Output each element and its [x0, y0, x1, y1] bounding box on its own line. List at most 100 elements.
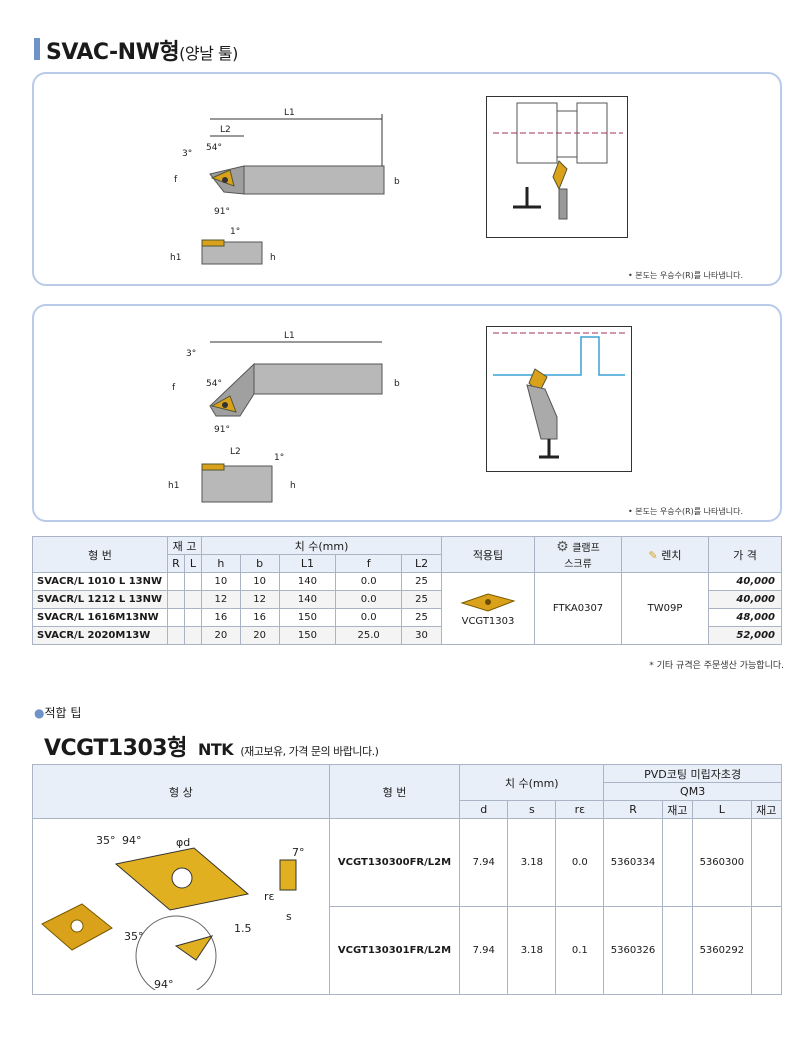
panel-1-note: • 본도는 우승수(R)를 나타냅니다. — [628, 271, 744, 280]
shape-re: rε — [264, 890, 275, 903]
header-stock-2: 재고 — [750, 800, 783, 819]
cell-h: 20 — [201, 626, 241, 645]
section-subtitle: (재고보유, 가격 문의 바랍니다.) — [240, 745, 379, 758]
dim-b: b — [394, 177, 400, 187]
page-subtitle: (양날 툴) — [179, 44, 238, 63]
dim-b-2: b — [394, 379, 400, 389]
tool-drawing-1: L1 L2 54° 3° 91° f b h1 h 1° — [170, 108, 400, 265]
cell-l2: 25 — [401, 572, 442, 591]
cell-h: 12 — [201, 590, 241, 609]
tool-drawing-2: L1 3° 54° f b 91° L2 h1 h 1° — [168, 331, 400, 503]
detail-angle-35: 35° — [124, 930, 144, 943]
cell-b: 20 — [239, 626, 280, 645]
stock-r-cell — [167, 590, 185, 609]
dim-h: h — [270, 253, 276, 263]
drawing-panel-1: L1 L2 54° 3° 91° f b h1 h 1° • 본도는 우 — [32, 72, 782, 286]
section-bullet: ●적합 팁 — [34, 706, 82, 720]
header-s: s — [507, 800, 557, 819]
header-l1: L1 — [278, 554, 337, 573]
table-row: VCGT130301FR/L2M 7.94 3.18 0.1 5360326 5… — [33, 906, 783, 995]
table-row: SVACR/L 1010 L 13NW 10 10 140 0.0 25 VCG… — [32, 572, 782, 645]
insert-image — [460, 592, 516, 612]
row-model: SVACR/L 2020M13W — [32, 626, 168, 645]
dim-angle-91-2: 91° — [214, 425, 230, 435]
header-shape: 형 상 — [32, 764, 330, 819]
header-grade: QM3 — [603, 782, 782, 801]
cell-l2: 30 — [401, 626, 442, 645]
header-clamp: ⚙ 클램프 스크류 — [534, 536, 622, 573]
cell-b: 16 — [239, 608, 280, 627]
page-title: SVAC-NW형(양날 툴) — [46, 40, 238, 65]
cell-re: 0.0 — [555, 818, 605, 907]
stock-l-cell — [184, 572, 202, 591]
holder-spec-table: 형 번 재 고 치 수(mm) 적용팁 ⚙ 클램프 스크류 ✎ 렌치 가 격 R… — [32, 536, 782, 645]
header-d: d — [459, 800, 509, 819]
cell-f: 0.0 — [335, 608, 403, 627]
row-model: SVACR/L 1212 L 13NW — [32, 590, 168, 609]
shape-angle-7: 7° — [292, 846, 305, 859]
header-b: b — [239, 554, 280, 573]
cell-l1: 140 — [278, 590, 337, 609]
header-coat: PVD코팅 미립자초경 — [603, 764, 782, 783]
cell-l: 5360292 — [692, 906, 752, 995]
stock-r-cell — [167, 608, 185, 627]
header-h: h — [201, 554, 241, 573]
shape-s: s — [286, 910, 292, 923]
dim-h-2: h — [290, 481, 296, 491]
header-stock-1: 재고 — [661, 800, 694, 819]
tip-name: VCGT1303 — [461, 615, 515, 627]
header-re: rε — [555, 800, 605, 819]
header-l: L — [692, 800, 752, 819]
cell-stock-1 — [661, 906, 694, 995]
header-r: R — [603, 800, 663, 819]
dim-l1-2: L1 — [284, 331, 295, 341]
dim-angle-91: 91° — [214, 207, 230, 217]
screw-icon: ⚙ — [556, 539, 569, 555]
cell-price: 40,000 — [708, 572, 782, 591]
header-stock: 재 고 — [167, 536, 202, 555]
dim-angle-1-2: 1° — [274, 453, 284, 463]
dim-angle-3: 3° — [182, 149, 192, 159]
header-wrench: ✎ 렌치 — [621, 536, 709, 573]
row-model: SVACR/L 1616M13NW — [32, 608, 168, 627]
wrench-icon: ✎ — [648, 548, 658, 562]
drawing-panel-2: L1 3° 54° f b 91° L2 h1 h 1° • 본도는 우승수(R… — [32, 304, 782, 522]
stock-r-cell — [167, 626, 185, 645]
cell-price: 48,000 — [708, 608, 782, 627]
cell-l: 5360300 — [692, 818, 752, 907]
cell-s: 3.18 — [507, 906, 557, 995]
header-price: 가 격 — [708, 536, 782, 573]
cell-l1: 140 — [278, 572, 337, 591]
cell-stock-2 — [750, 818, 783, 907]
dim-h1-2: h1 — [168, 481, 179, 491]
cell-price: 52,000 — [708, 626, 782, 645]
cell-b: 10 — [239, 572, 280, 591]
dim-angle-1: 1° — [230, 227, 240, 237]
tip-row-model: VCGT130300FR/L2M — [328, 818, 461, 907]
usage-diagram-2 — [486, 326, 632, 472]
header-dims: 치 수(mm) — [201, 536, 442, 555]
tip-cell: VCGT1303 — [441, 572, 535, 645]
row-model: SVACR/L 1010 L 13NW — [32, 572, 168, 591]
dim-l1: L1 — [284, 108, 295, 118]
header-model: 형 번 — [32, 536, 168, 573]
cell-h: 10 — [201, 572, 241, 591]
cell-h: 16 — [201, 608, 241, 627]
usage-diagram-1 — [486, 96, 628, 238]
table-row: 35° 94° φd 7° rε 1.5 s 35° 94° V — [32, 818, 783, 997]
cell-d: 7.94 — [459, 906, 509, 995]
cell-l1: 150 — [278, 608, 337, 627]
dim-l2: L2 — [220, 125, 231, 135]
dim-f-2: f — [172, 383, 176, 393]
dim-l2-2: L2 — [230, 447, 241, 457]
panel-2-note: • 본도는 우승수(R)를 나타냅니다. — [628, 507, 744, 516]
cell-f: 25.0 — [335, 626, 403, 645]
insert-shape-drawing: 35° 94° φd 7° rε 1.5 s 35° 94° — [40, 834, 305, 997]
stock-l-cell — [184, 626, 202, 645]
brand-logo: NTK — [198, 740, 234, 759]
stock-l-cell — [184, 608, 202, 627]
bullet-icon: ● — [34, 706, 45, 720]
cell-s: 3.18 — [507, 818, 557, 907]
cell-stock-2 — [750, 906, 783, 995]
section-title: VCGT1303형 NTK (재고보유, 가격 문의 바랍니다.) — [44, 736, 379, 761]
